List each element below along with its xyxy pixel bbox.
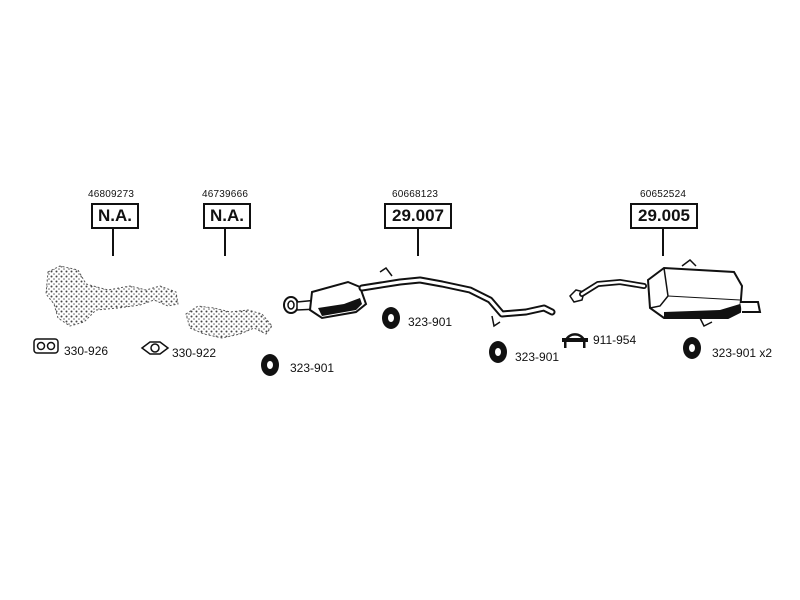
clamp-icon: [562, 333, 588, 348]
part-label-330-922: 330-922: [172, 346, 217, 360]
oe-number-1: 46809273: [88, 189, 135, 200]
part-box-2: N.A.: [203, 203, 251, 229]
leader-line-2: [224, 229, 226, 256]
flange-gasket-icon: [33, 338, 59, 354]
oe-number-4: 60652524: [640, 189, 687, 200]
leader-line-1: [112, 229, 114, 256]
part-box-1: N.A.: [91, 203, 139, 229]
leader-line-4: [662, 229, 664, 256]
part-box-3: 29.007: [384, 203, 452, 229]
part-label-330-926: 330-926: [64, 344, 109, 358]
oe-number-2: 46739666: [202, 189, 249, 200]
exhaust-manifold-drawing: [45, 265, 179, 327]
part-label-323-901-x2: 323-901 x2: [712, 346, 773, 360]
gasket-icon: [140, 341, 170, 355]
part-box-4: 29.005: [630, 203, 698, 229]
part-label-323-901-b: 323-901: [290, 361, 335, 375]
part-label-323-901-a: 323-901: [408, 315, 453, 329]
leader-line-3: [417, 229, 419, 256]
part-label-323-901-c: 323-901: [515, 350, 560, 364]
middle-silencer-drawing: [283, 266, 556, 328]
oe-number-3: 60668123: [392, 189, 439, 200]
catalytic-converter-drawing: [185, 305, 273, 339]
rubber-mount-icon: [683, 337, 701, 359]
rubber-mount-icon: [382, 307, 400, 329]
rear-silencer-drawing: [569, 259, 762, 328]
rubber-mount-icon: [261, 354, 279, 376]
rubber-mount-icon: [489, 341, 507, 363]
part-label-911-954: 911-954: [593, 333, 637, 347]
